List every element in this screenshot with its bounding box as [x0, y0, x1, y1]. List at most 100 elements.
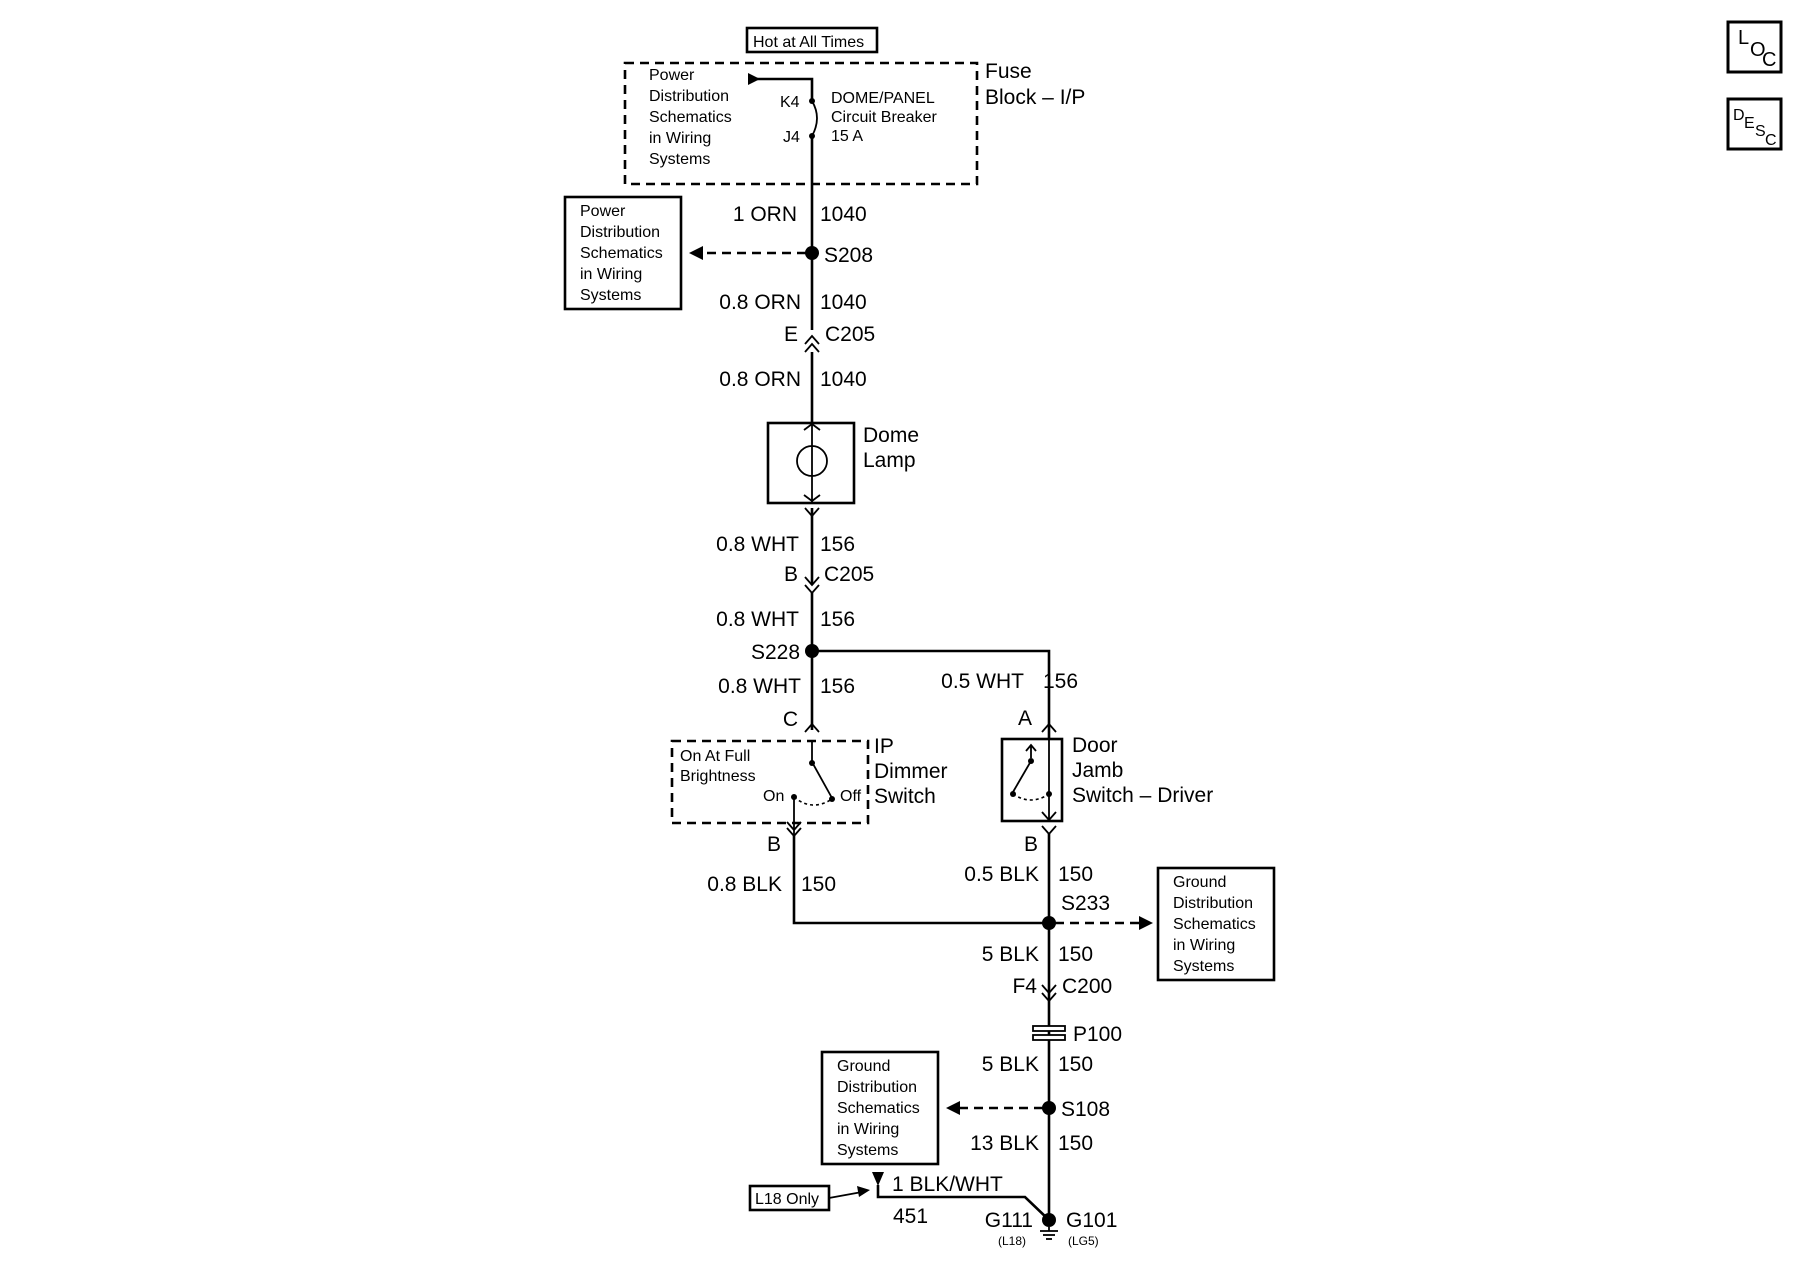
ground-right-line-2: Distribution	[1173, 895, 1253, 912]
fuse-ref-line-1: Power	[649, 67, 695, 84]
door-jamb-pin-a: A	[1018, 707, 1032, 730]
ip-dimmer-off-terminal	[829, 796, 835, 802]
ground-left-line-3: Schematics	[837, 1100, 920, 1117]
ground-dist-ref-left-box[interactable]	[820, 1050, 940, 1166]
pin-k4: K4	[780, 94, 800, 111]
w13-circuit: 451	[893, 1205, 928, 1228]
ip-dimmer-pin-c: C	[783, 708, 798, 731]
w1-gauge: 1 ORN	[733, 203, 797, 226]
pin-j4: J4	[783, 129, 800, 146]
door-jamb-pin-b: B	[1024, 833, 1038, 856]
splice-s108	[1042, 1101, 1056, 1115]
feed-arrow-icon	[748, 73, 760, 85]
ip-dimmer-off-label: Off	[840, 788, 862, 805]
power-ref-line-1: Power	[580, 203, 626, 220]
ground-symbol-icon	[1040, 1227, 1058, 1240]
w10-circuit: 150	[1058, 943, 1093, 966]
w6-circuit: 156	[820, 675, 855, 698]
w13-gauge: 1 BLK/WHT	[892, 1173, 1003, 1196]
fuse-block-outline	[623, 61, 979, 186]
ground-right-line-5: Systems	[1173, 958, 1234, 975]
door-jamb-out-connector-icon	[1041, 825, 1057, 836]
dome-lamp-label-2: Lamp	[863, 449, 916, 472]
fuse-ref-line-4: in Wiring	[649, 130, 711, 147]
l18-only-label: L18 Only	[755, 1191, 819, 1208]
breaker-label-3: 15 A	[831, 128, 863, 145]
ground-left-line-1: Ground	[837, 1058, 890, 1075]
ground-left-line-5: Systems	[837, 1142, 898, 1159]
g101-label: G101	[1066, 1209, 1117, 1232]
desc-icon-letter-c: C	[1765, 132, 1777, 149]
ground-dist-ref-right-box[interactable]	[1156, 866, 1276, 982]
ip-dimmer-pivot	[809, 760, 815, 766]
s233-ref-arrow-icon	[1139, 916, 1153, 930]
ip-dimmer-note-1: On At Full	[680, 748, 750, 765]
door-jamb-name-2: Jamb	[1072, 759, 1123, 782]
power-ref-line-3: Schematics	[580, 245, 663, 262]
splice-s228-label: S228	[751, 641, 800, 664]
breaker-feed-wire	[748, 77, 814, 100]
ground-left-line-2: Distribution	[837, 1079, 917, 1096]
c205-b-name: C205	[824, 563, 874, 586]
ip-dimmer-name-2: Dimmer	[874, 760, 948, 783]
ground-point	[1042, 1213, 1056, 1227]
power-dist-ref-box[interactable]	[563, 195, 683, 311]
breaker-label-1: DOME/PANEL	[831, 90, 935, 107]
lamp-bottom-arrow-icon	[803, 494, 821, 503]
loc-icon-letter-o: O	[1750, 39, 1766, 61]
fuse-block-power-ref: Power Distribution Schematics in Wiring …	[649, 67, 732, 168]
door-jamb-in-connector-icon	[1041, 722, 1057, 733]
l18-pointer-arrow-icon	[857, 1186, 870, 1197]
ground-right-line-1: Ground	[1173, 874, 1226, 891]
door-jamb-name-1: Door	[1072, 734, 1118, 757]
s208-ref-arrow-icon	[689, 246, 703, 260]
w12-circuit: 150	[1058, 1132, 1093, 1155]
ip-dimmer-name-3: Switch	[874, 785, 936, 808]
desc-icon-letter-e: E	[1744, 115, 1755, 132]
ip-dimmer-on-label: On	[763, 788, 784, 805]
s108-ref-arrow-icon	[946, 1101, 960, 1115]
door-jamb-out-arrow-icon	[1041, 811, 1057, 822]
c205-b-pin: B	[784, 563, 798, 586]
splice-s108-label: S108	[1061, 1098, 1110, 1121]
ground-right-line-3: Schematics	[1173, 916, 1256, 933]
dome-lamp-box	[766, 421, 856, 505]
ip-dimmer-outline	[670, 739, 870, 825]
desc-icon-letter-d: D	[1733, 107, 1745, 124]
g111-option: (L18)	[998, 1234, 1026, 1248]
w3-gauge: 0.8 ORN	[719, 368, 801, 391]
w12-gauge: 13 BLK	[970, 1132, 1039, 1155]
ground-right-line-4: in Wiring	[1173, 937, 1235, 954]
ip-dimmer-out-arrow-icon	[786, 821, 802, 832]
loc-icon[interactable]: L O C	[1726, 20, 1783, 74]
door-jamb-contact-icon	[1012, 760, 1032, 793]
w8-circuit: 150	[801, 873, 836, 896]
w5-circuit: 156	[820, 608, 855, 631]
loc-icon-letter-c: C	[1762, 49, 1776, 71]
w11-gauge: 5 BLK	[982, 1053, 1039, 1076]
fuse-block-title-2: Block – I/P	[985, 86, 1085, 109]
lamp-top-arrow-icon	[803, 422, 821, 431]
wire-451	[876, 1185, 1050, 1221]
w9-gauge: 0.5 BLK	[964, 863, 1039, 886]
desc-icon[interactable]: D E S C	[1726, 97, 1783, 151]
breaker-label-2: Circuit Breaker	[831, 109, 937, 126]
c205-e-pin: E	[784, 323, 798, 346]
ip-dimmer-pin-b: B	[767, 833, 781, 856]
ground-left-line-4: in Wiring	[837, 1121, 899, 1138]
l18-only-box	[748, 1184, 831, 1212]
w10-gauge: 5 BLK	[982, 943, 1039, 966]
wire-150-dimmer	[792, 836, 1049, 925]
fuse-ref-line-3: Schematics	[649, 109, 732, 126]
splice-s233	[1042, 916, 1056, 930]
w7-circuit: 156	[1043, 670, 1078, 693]
door-jamb-up-arrow-icon	[1025, 743, 1037, 758]
w5-gauge: 0.8 WHT	[716, 608, 799, 631]
c205-e-name: C205	[825, 323, 875, 346]
fuse-ref-line-2: Distribution	[649, 88, 729, 105]
hot-label-box	[745, 26, 879, 54]
door-jamb-box	[1000, 737, 1064, 823]
loc-icon-letter-l: L	[1738, 27, 1749, 49]
p100-label: P100	[1073, 1023, 1122, 1046]
